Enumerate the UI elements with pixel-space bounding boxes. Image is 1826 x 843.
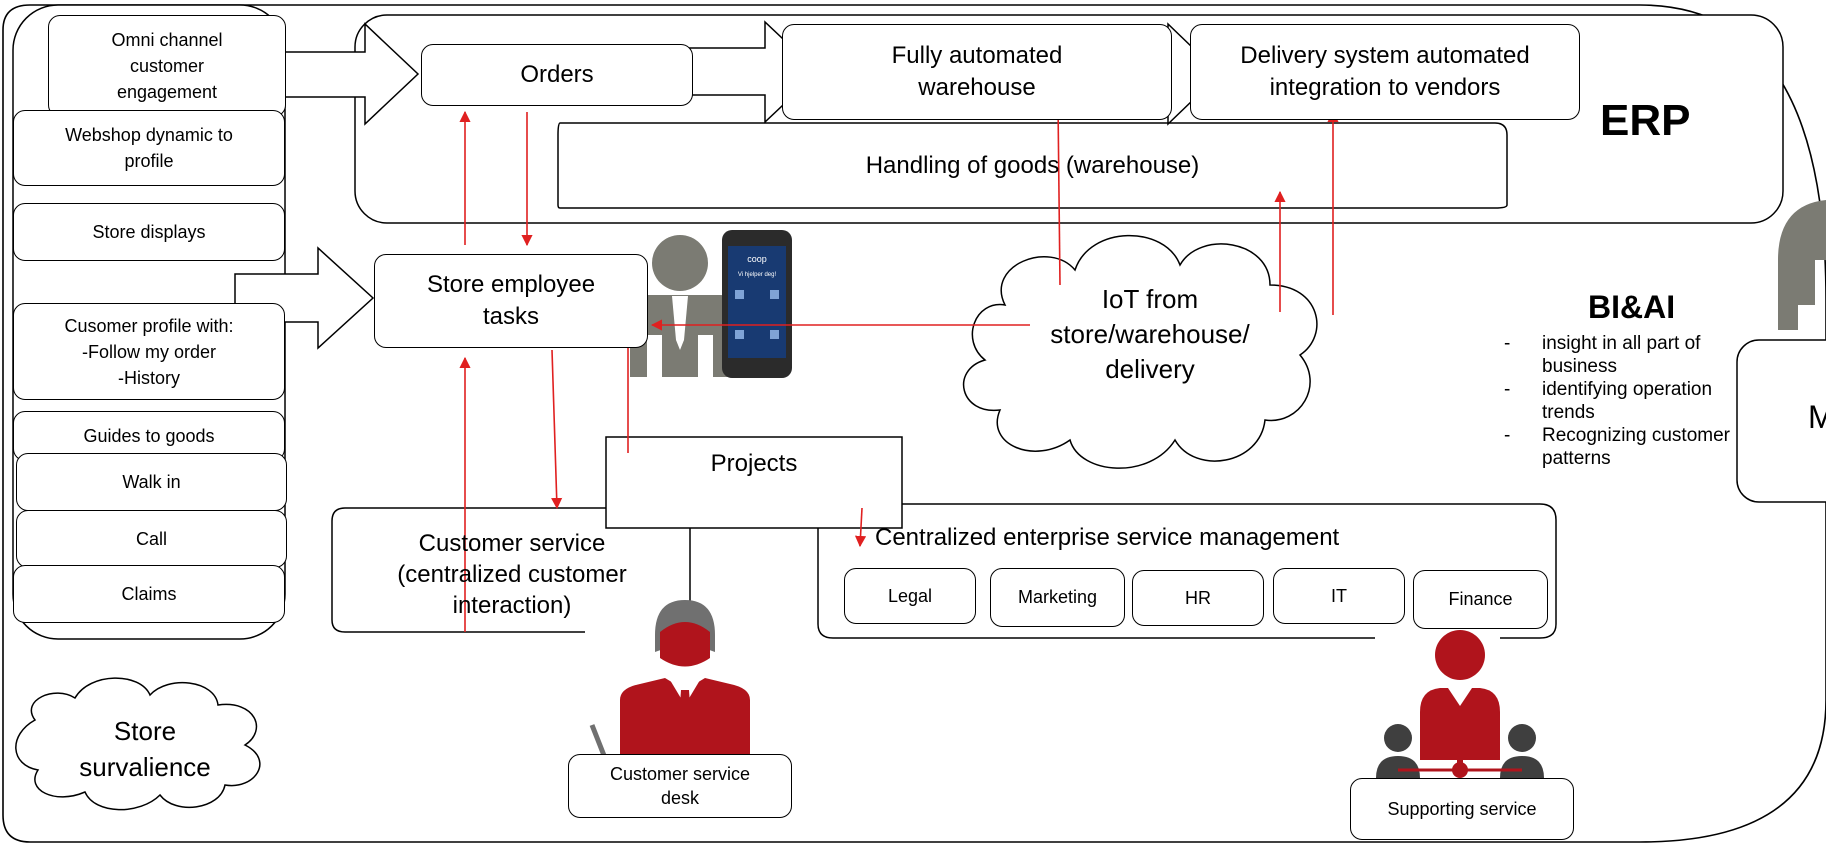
channel-store-displays[interactable]: Store displays: [13, 203, 285, 261]
channel-profile-line-1: Cusomer profile with:: [64, 315, 234, 336]
store-tasks-line-2: tasks: [482, 303, 539, 330]
channel-store-displays-label: Store displays: [92, 221, 206, 242]
phone-greeting: Vi hjelper deg!: [738, 272, 777, 278]
warehouse-line-1: Fully automated: [891, 42, 1063, 69]
esm-unit-it[interactable]: IT: [1273, 568, 1405, 624]
esm-frame: [817, 503, 1557, 639]
channel-profile-line-3: -History: [118, 367, 180, 388]
bi-clipped-box-label: M: [1808, 399, 1826, 435]
channel-webshop-line-1: Webshop dynamic to: [65, 125, 233, 145]
cs-desk-line-1: Customer service: [609, 764, 751, 784]
bi-grey-icon: [1778, 200, 1826, 330]
customer-service-line-2: (centralized customer: [397, 561, 627, 588]
esm-unit-finance[interactable]: Finance: [1413, 570, 1548, 629]
customer-service-agent-figure: [589, 600, 750, 759]
esm-title: Centralized enterprise service managemen…: [875, 524, 1340, 551]
projects-label[interactable]: Projects: [710, 450, 798, 477]
channel-call[interactable]: Call: [16, 510, 287, 568]
orders-label: Orders: [520, 61, 594, 88]
supporting-service-label: Supporting service: [1387, 798, 1537, 819]
warehouse-line-2: warehouse: [918, 74, 1036, 101]
channel-webshop[interactable]: Webshop dynamic to profile: [13, 110, 285, 186]
delivery-line-1: Delivery system automated: [1240, 42, 1530, 69]
esm-unit-legal[interactable]: Legal: [844, 568, 976, 624]
delivery-line-2: integration to vendors: [1269, 74, 1501, 101]
channel-omni[interactable]: Omni channel customer engagement: [48, 15, 286, 117]
orders-box[interactable]: Orders: [421, 44, 693, 106]
channel-claims[interactable]: Claims: [13, 565, 285, 623]
handling-goods-shape: [557, 122, 1508, 209]
channel-omni-line-1: Omni channel: [111, 30, 223, 50]
cs-desk-line-2: desk: [660, 788, 699, 808]
iot-label: IoT from store/warehouse/ delivery: [1025, 282, 1275, 387]
esm-unit-marketing[interactable]: Marketing: [990, 568, 1125, 627]
arrow-omni-to-orders: [281, 22, 420, 126]
esm-unit-it-label: IT: [1331, 585, 1347, 606]
red-arrows: [459, 102, 1339, 632]
bi-item: Recognizing customer patterns: [1500, 424, 1745, 470]
bi-list: insight in all part of business identify…: [1500, 332, 1745, 470]
supporting-service-box[interactable]: Supporting service: [1350, 778, 1574, 840]
warehouse-box[interactable]: Fully automated warehouse: [782, 24, 1172, 120]
bi-item: identifying operation trends: [1500, 378, 1745, 424]
phone-figure: [722, 230, 792, 378]
channel-walk-in[interactable]: Walk in: [16, 453, 287, 511]
esm-unit-marketing-label: Marketing: [1017, 587, 1098, 607]
channel-omni-line-3: engagement: [116, 82, 218, 102]
surveillance-cloud: [15, 677, 261, 811]
store-employee-figure: [630, 235, 730, 377]
channel-guides-label: Guides to goods: [83, 425, 215, 446]
esm-unit-legal-label: Legal: [887, 585, 933, 606]
arrow-projects-to-esm: [854, 507, 867, 548]
iot-line-2: store/warehouse/: [1050, 319, 1250, 349]
handling-goods-label: Handling of goods (warehouse): [865, 152, 1200, 179]
store-tasks-line-1: Store employee: [426, 271, 596, 298]
bi-title: BI&AI: [1588, 289, 1676, 325]
channel-customer-profile[interactable]: Cusomer profile with: -Follow my order -…: [13, 303, 285, 400]
customer-service-line-1: Customer service: [418, 530, 606, 557]
channel-webshop-line-2: profile: [124, 151, 174, 171]
esm-unit-finance-label: Finance: [1448, 589, 1513, 609]
channel-call-label: Call: [135, 528, 167, 549]
iot-line-3: delivery: [1105, 354, 1195, 384]
customer-service-label[interactable]: Customer service (centralized customer i…: [372, 528, 652, 621]
delivery-box[interactable]: Delivery system automated integration to…: [1190, 24, 1580, 120]
esm-unit-hr[interactable]: HR: [1132, 570, 1264, 626]
store-surveillance-label: Store survalience: [55, 713, 235, 785]
supporting-service-figure: [1376, 630, 1544, 778]
channel-omni-line-2: customer: [129, 56, 205, 76]
customer-service-frame: [331, 507, 610, 633]
erp-label: ERP: [1600, 96, 1691, 145]
channel-guides-to-goods[interactable]: Guides to goods: [13, 411, 285, 461]
esm-unit-hr-label: HR: [1185, 587, 1211, 608]
customer-service-line-3: interaction): [452, 592, 572, 619]
channel-profile-line-2: -Follow my order: [81, 341, 217, 362]
bi-item: insight in all part of business: [1500, 332, 1745, 378]
iot-cloud: [962, 234, 1318, 469]
arrow-store-to-customer-service: [551, 349, 563, 510]
projects-frame: [605, 436, 903, 529]
arrow-iot-to-warehouse: [1052, 102, 1064, 286]
surveillance-line-1: Store: [113, 716, 177, 746]
iot-line-1: IoT from: [1101, 284, 1199, 314]
store-employee-tasks-box[interactable]: Store employee tasks: [374, 254, 648, 348]
channel-walk-in-label: Walk in: [122, 471, 181, 492]
customer-service-desk-box[interactable]: Customer service desk: [568, 754, 792, 818]
surveillance-line-2: survalience: [79, 752, 211, 782]
channel-claims-label: Claims: [121, 583, 177, 604]
phone-brand: coop: [747, 254, 767, 264]
